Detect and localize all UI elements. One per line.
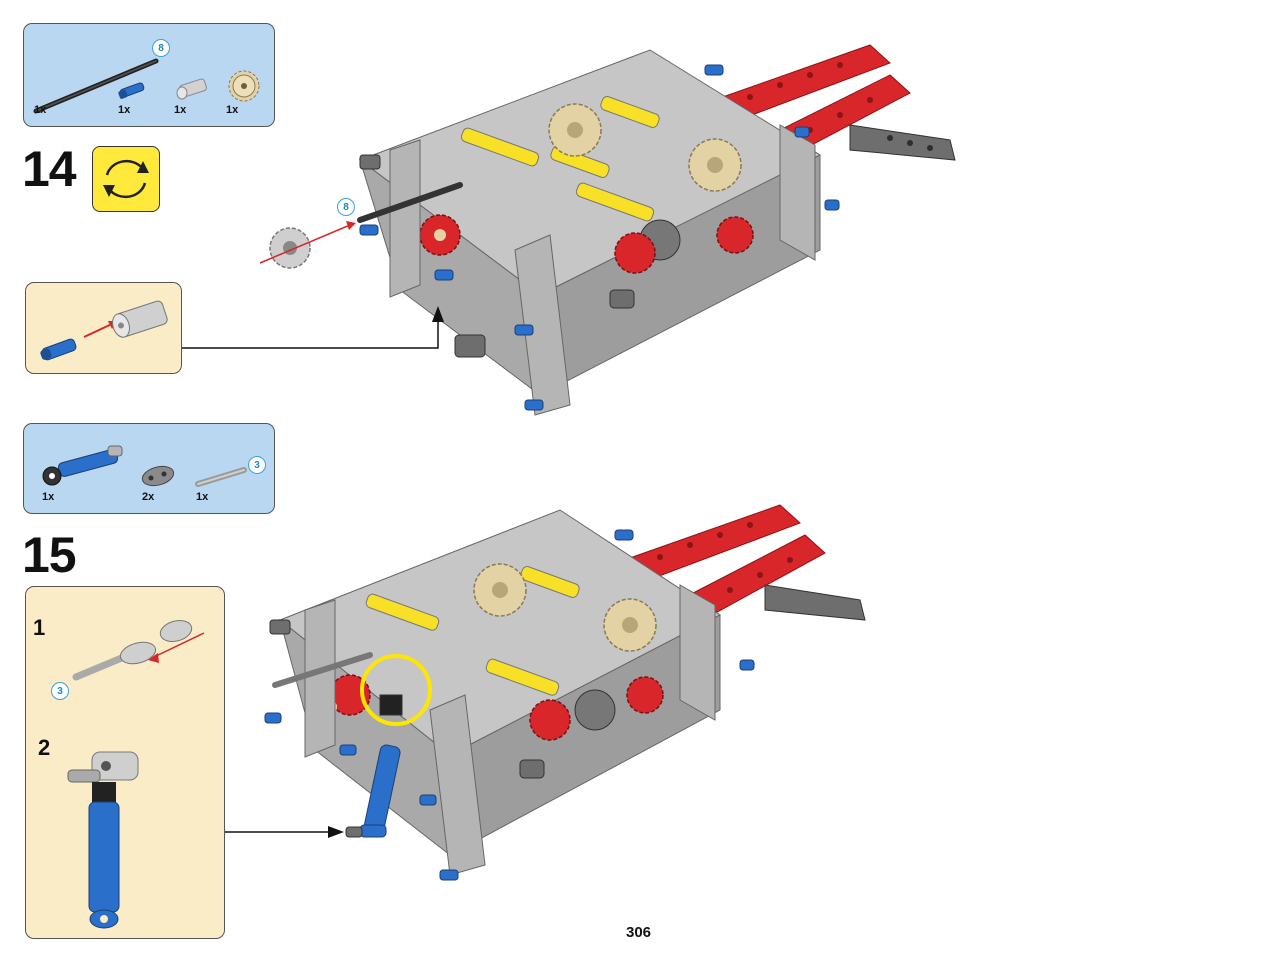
grey-beam-icon	[141, 465, 175, 487]
step14-callout	[25, 282, 182, 374]
axle-length-badge: 3	[51, 682, 69, 700]
part-qty: 1x	[174, 104, 187, 116]
part-qty: 1x	[226, 104, 239, 116]
step14-assembly-model	[259, 44, 956, 416]
axle-length-badge: 8	[152, 39, 170, 57]
axle-length-badge: 8	[337, 198, 355, 216]
blue-shock-absorber-icon	[42, 445, 123, 486]
page-number: 306	[626, 924, 652, 941]
pin-into-connector-diagram	[40, 300, 168, 361]
substep-2-diagram	[67, 751, 139, 929]
part-qty: 1x	[196, 491, 209, 503]
part-qty: 1x	[42, 491, 55, 503]
rotate-model-icon	[92, 146, 160, 212]
step14-number: 14	[22, 141, 77, 197]
axle-length-badge: 3	[248, 456, 266, 474]
black-axle-icon	[33, 58, 159, 114]
grey-axle-icon	[195, 467, 247, 487]
substep-1-diagram	[72, 619, 205, 681]
blue-pin-icon	[118, 82, 145, 99]
step15-assembly-model	[264, 504, 866, 881]
part-qty: 1x	[118, 104, 131, 116]
part-qty: 1x	[34, 104, 47, 116]
substep-2-number: 2	[38, 735, 51, 760]
part-qty: 2x	[142, 491, 155, 503]
step15-callout: 1 3 2	[25, 586, 225, 939]
step15-number: 15	[22, 527, 77, 583]
step14-parts-list: 8 1x 1x 1x 1x	[23, 23, 275, 127]
substep-1-number: 1	[33, 615, 46, 640]
tan-gear-icon	[228, 70, 260, 102]
step15-parts-list: 1x 2x 3 1x	[23, 423, 275, 514]
grey-connector-icon	[176, 78, 207, 100]
